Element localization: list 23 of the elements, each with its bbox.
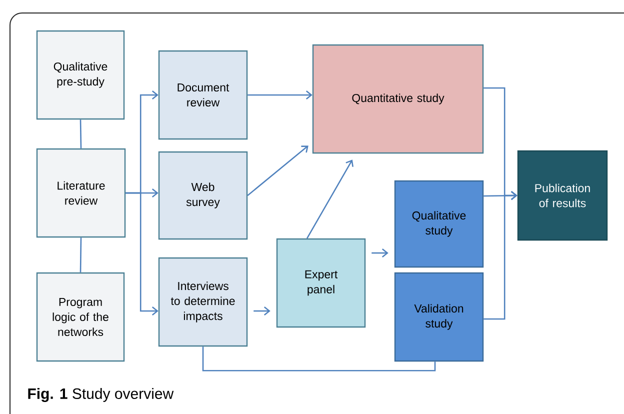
arrow — [126, 192, 158, 316]
connector-line — [80, 238, 82, 272]
figure-caption: Fig. 1 Study overview — [28, 388, 174, 402]
connector-line — [80, 120, 82, 148]
arrow — [306, 160, 354, 239]
arrow — [248, 90, 312, 100]
process-box: Qualitative study — [394, 180, 484, 268]
result-box: Publication of results — [517, 150, 608, 241]
connector-line — [202, 346, 436, 372]
process-box: Interviews to determine impacts — [158, 257, 248, 347]
process-box: Qualitative pre-study — [36, 30, 125, 120]
study-box: Quantitative study — [312, 44, 484, 154]
arrow — [484, 190, 518, 320]
process-box: Document review — [158, 50, 248, 140]
arrow — [484, 191, 518, 200]
process-box: Program logic of the networks — [36, 272, 125, 362]
arrow — [372, 248, 388, 258]
process-box: Expert panel — [276, 238, 366, 328]
process-box: Literature review — [36, 148, 126, 238]
arrow — [254, 306, 270, 316]
arrow — [247, 146, 308, 196]
process-box: Validation study — [394, 272, 484, 362]
process-box: Web survey — [158, 151, 248, 240]
